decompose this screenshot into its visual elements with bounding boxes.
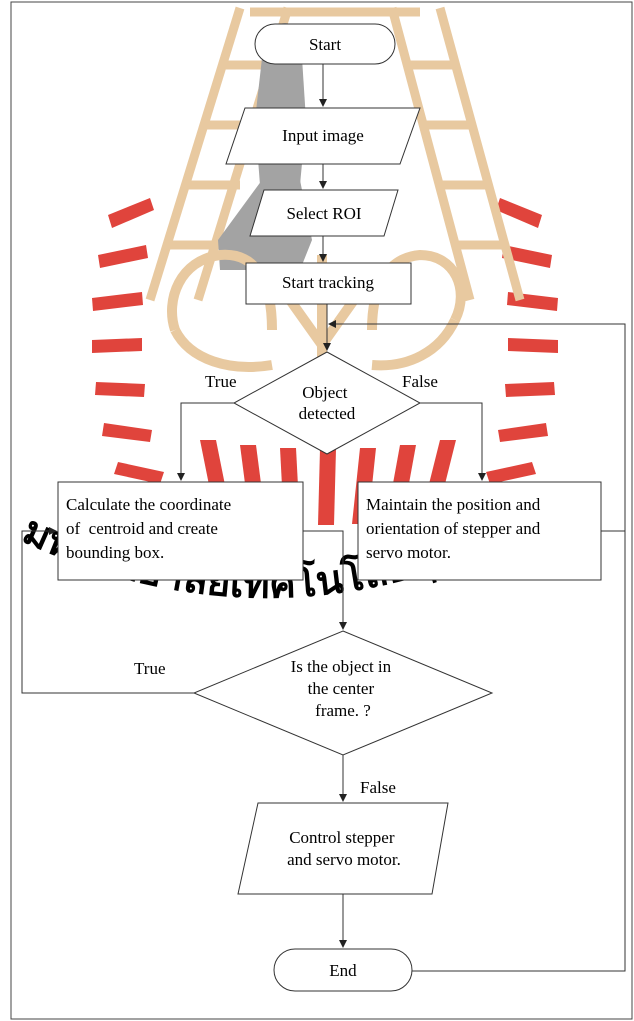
end-label: End bbox=[329, 961, 357, 980]
input-image-label: Input image bbox=[282, 126, 364, 145]
object-detected-line-2: detected bbox=[299, 404, 356, 423]
control-parallelogram bbox=[237, 802, 449, 895]
calculate-line-2: of centroid and create bbox=[66, 519, 218, 538]
center-true-label: True bbox=[134, 659, 166, 678]
control-label: Control stepper and servo motor. bbox=[287, 828, 401, 869]
maintain-label: Maintain the position and orientation of… bbox=[366, 495, 544, 562]
maintain-line-2: orientation of stepper and bbox=[366, 519, 541, 538]
object-detected-decision bbox=[232, 351, 422, 455]
start-tracking-label: Start tracking bbox=[282, 273, 375, 292]
control-line-2: and servo motor. bbox=[287, 850, 401, 869]
control-line-1: Control stepper bbox=[289, 828, 395, 847]
maintain-line-3: servo motor. bbox=[366, 543, 451, 562]
object-detected-label: Object detected bbox=[299, 383, 356, 423]
maintain-box bbox=[357, 481, 602, 581]
center-false-label: False bbox=[360, 778, 396, 797]
object-detected-line-1: Object bbox=[302, 383, 348, 402]
calculate-line-1: Calculate the coordinate bbox=[66, 495, 231, 514]
calculate-box bbox=[57, 481, 304, 581]
start-label: Start bbox=[309, 35, 341, 54]
start-terminal bbox=[254, 23, 396, 65]
detected-false-label: False bbox=[402, 372, 438, 391]
center-frame-line-3: frame. ? bbox=[315, 701, 371, 720]
page-border bbox=[10, 1, 633, 1020]
center-frame-line-1: Is the object in bbox=[291, 657, 392, 676]
edge-detected-false bbox=[420, 402, 486, 481]
input-image-parallelogram bbox=[225, 107, 421, 165]
center-frame-label: Is the object in the center frame. ? bbox=[291, 657, 396, 720]
edge-calculate-to-center bbox=[303, 530, 347, 630]
select-roi-label: Select ROI bbox=[286, 204, 361, 223]
calculate-line-3: bounding box. bbox=[66, 543, 164, 562]
edge-end-loop-back bbox=[328, 320, 626, 972]
center-frame-line-2: the center bbox=[308, 679, 375, 698]
edge-center-true-loop bbox=[21, 527, 194, 694]
end-terminal bbox=[273, 948, 413, 992]
start-tracking-box bbox=[245, 262, 412, 305]
edge-detected-true bbox=[177, 402, 234, 481]
detected-true-label: True bbox=[205, 372, 237, 391]
calculate-label: Calculate the coordinate of centroid and… bbox=[66, 495, 235, 562]
maintain-line-1: Maintain the position and bbox=[366, 495, 541, 514]
select-roi-parallelogram bbox=[249, 189, 399, 237]
